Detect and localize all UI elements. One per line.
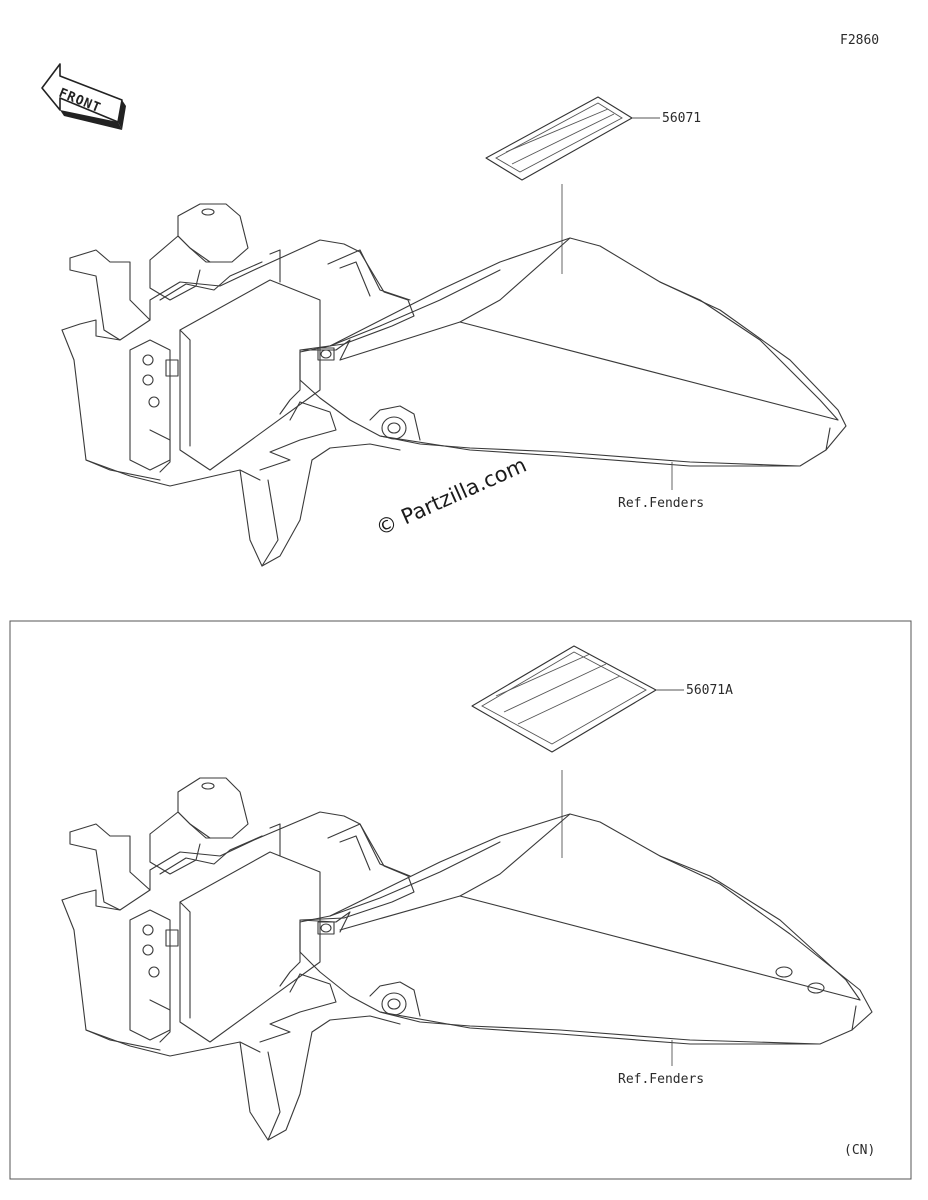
label-sticker bbox=[485, 96, 633, 181]
electrical-tray bbox=[61, 203, 415, 567]
part-label: 56071 bbox=[662, 111, 701, 126]
figure-code: F2860 bbox=[840, 33, 879, 48]
rear-fender bbox=[279, 237, 847, 467]
label-sticker bbox=[471, 645, 657, 753]
part-label: 56071A bbox=[686, 683, 733, 698]
ref-label: Ref.Fenders bbox=[618, 496, 704, 511]
region-frame bbox=[9, 620, 912, 1180]
electrical-tray bbox=[61, 777, 415, 1141]
top-assembly: 56071 bbox=[61, 96, 847, 567]
rear-fender bbox=[279, 813, 873, 1045]
watermark: © Partzilla.com bbox=[372, 453, 530, 541]
front-arrow-icon: FRONT bbox=[41, 63, 126, 130]
region-label: (CN) bbox=[844, 1143, 875, 1158]
bottom-assembly: 56071A bbox=[61, 645, 875, 1158]
ref-label: Ref.Fenders bbox=[618, 1072, 704, 1087]
